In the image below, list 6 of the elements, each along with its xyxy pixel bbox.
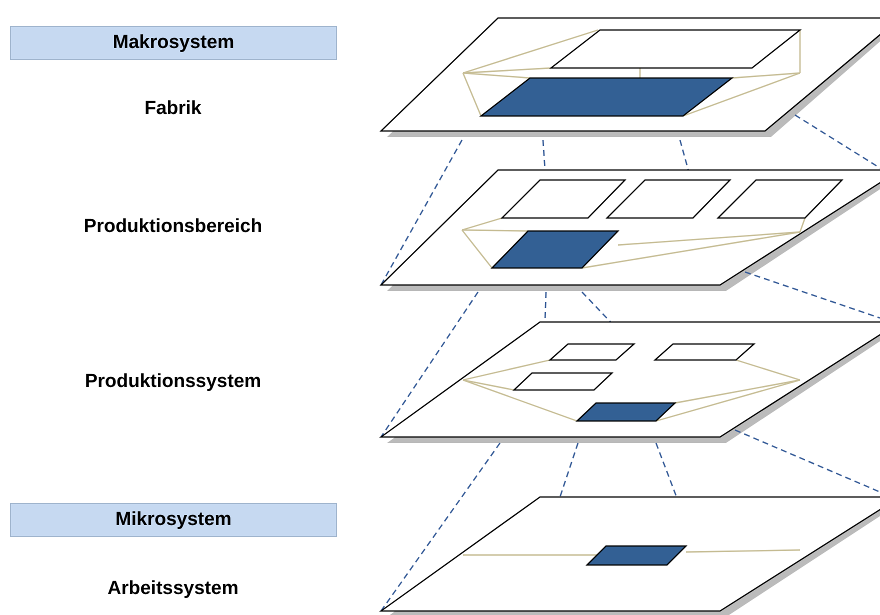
level-label: Fabrik [143,98,203,120]
level-label: Arbeitssystem [106,578,240,600]
level-label: Produktionssystem [84,371,262,393]
level-header: Mikrosystem [10,503,337,537]
level-label: Produktionsbereich [82,216,264,238]
level-header: Makrosystem [10,26,337,60]
